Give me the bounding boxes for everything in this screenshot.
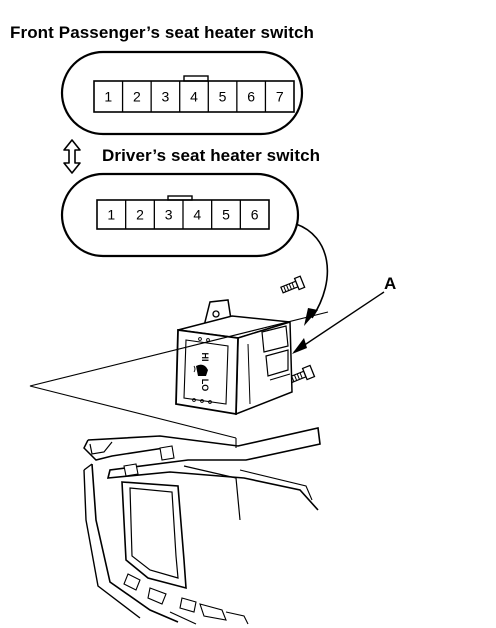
dashboard-trim-panel [83,427,321,625]
driver-connector-pins: 1 2 3 4 5 6 [107,200,259,229]
switch-hi-label: HI [200,353,210,362]
front-connector-pin-7: 7 [276,89,284,105]
front-connector-pin-2: 2 [133,89,141,105]
driver-connector-pin-1: 1 [107,207,115,223]
driver-connector-pin-5: 5 [222,207,230,223]
screw-icon [280,275,306,294]
front-connector-pin-3: 3 [162,89,170,105]
front-connector-pin-1: 1 [104,89,112,105]
curved-arrow-icon [295,223,329,326]
driver-connector-pin-3: 3 [165,207,173,223]
front-connector-callout [60,50,304,136]
driver-connector-pin-4: 4 [193,207,201,223]
seat-heater-switch: HI LO [175,299,293,416]
screw-icon [288,364,316,384]
switch-lo-label: LO [200,379,210,392]
front-connector-pin-5: 5 [219,89,227,105]
front-passenger-title: Front Passenger’s seat heater switch [10,23,315,42]
driver-title: Driver’s seat heater switch [102,146,321,165]
front-connector-pin-6: 6 [247,89,255,105]
callout-a-label: A [384,274,397,293]
driver-connector-callout [60,172,300,258]
driver-connector-pin-6: 6 [251,207,259,223]
seat-heater-icon [193,364,208,376]
front-connector-pin-4: 4 [190,89,198,105]
callout-a-leader [292,291,385,354]
double-arrow-icon [63,139,81,174]
front-connector-pins: 1 2 3 4 5 6 7 [104,81,284,112]
driver-connector-pin-2: 2 [136,207,144,223]
